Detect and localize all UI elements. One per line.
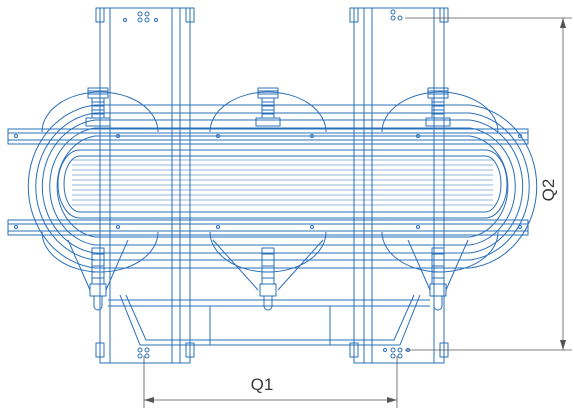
q2-arrow-bottom	[560, 340, 566, 350]
base-frame	[108, 294, 430, 346]
transformer-outline	[7, 7, 538, 364]
right-frame-leg	[349, 7, 449, 364]
bottom-mounting-holes	[137, 347, 410, 359]
upper-clamp-beam	[7, 128, 529, 145]
q2-arrow-top	[560, 18, 566, 28]
q1-arrow-left	[144, 397, 154, 403]
bottom-bushings	[67, 239, 469, 311]
dimension-lines	[143, 17, 572, 408]
dimension-arrows	[144, 18, 566, 403]
top-mounting-holes	[123, 9, 403, 23]
lower-clamp-beam	[7, 219, 529, 236]
top-bushings	[85, 87, 451, 127]
left-frame-leg	[95, 7, 195, 364]
q1-label: Q1	[251, 375, 274, 394]
q2-label: Q2	[539, 179, 558, 202]
q1-arrow-right	[387, 397, 397, 403]
core-winding	[57, 149, 508, 219]
